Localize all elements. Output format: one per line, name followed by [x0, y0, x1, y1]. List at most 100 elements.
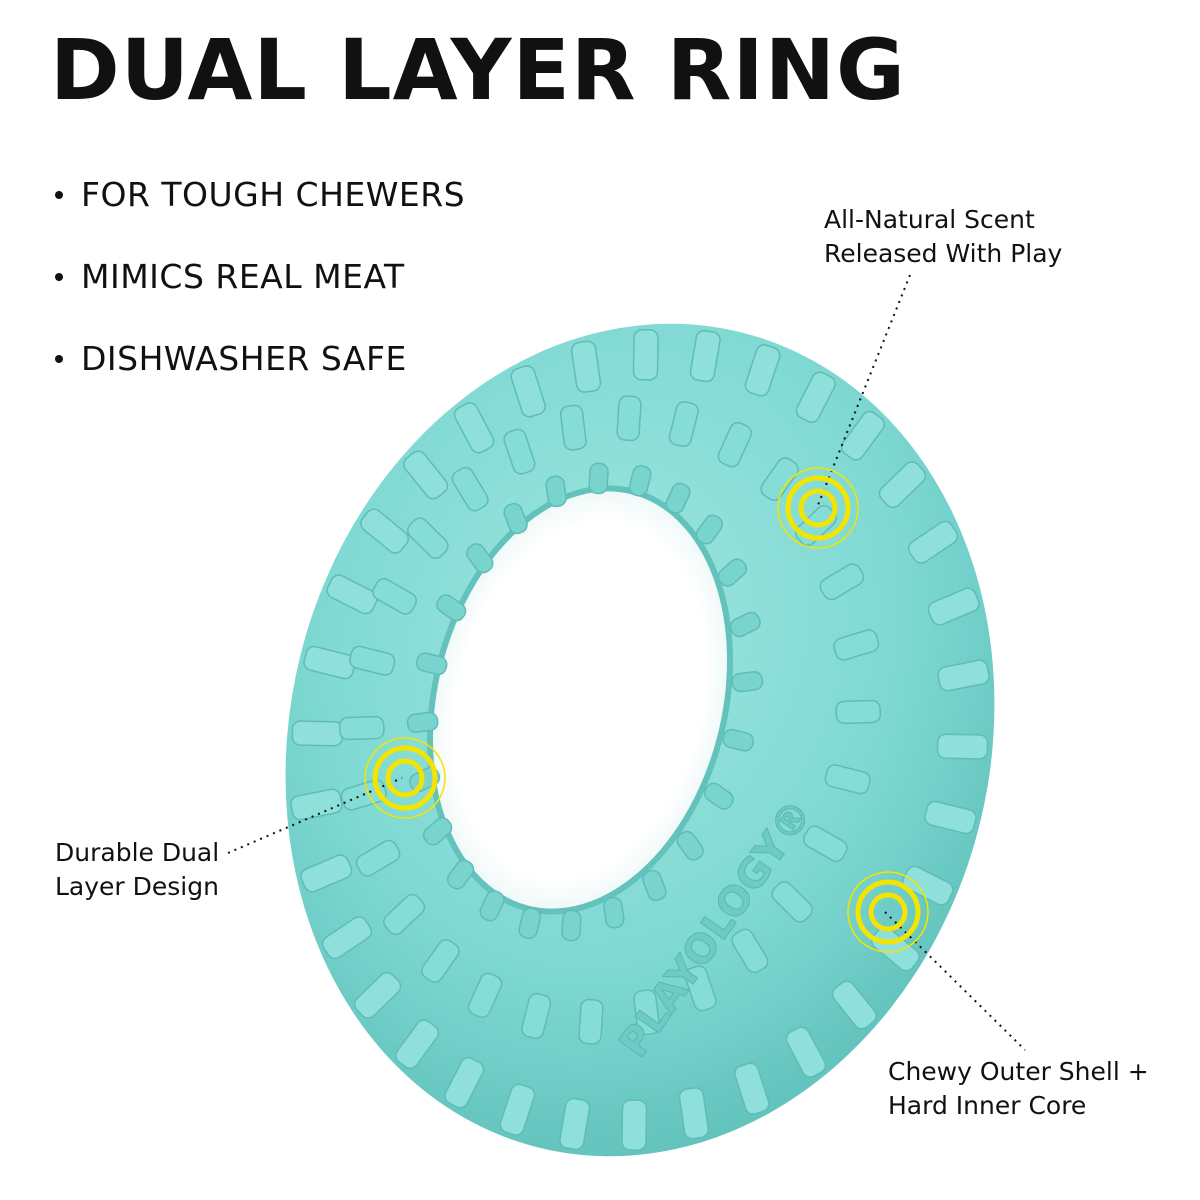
bullet-dot-icon	[55, 355, 63, 363]
tread-nub	[451, 466, 489, 512]
tread-nub	[421, 938, 460, 983]
tread-nub	[924, 800, 977, 835]
shell-marker-icon	[847, 871, 929, 953]
tread-nub	[628, 464, 652, 497]
tread-nub	[684, 965, 717, 1012]
feature-item: MIMICS REAL MEAT	[55, 252, 465, 300]
tread-nub	[521, 992, 552, 1040]
feature-list: FOR TOUGH CHEWERS MIMICS REAL MEAT DISHW…	[55, 170, 465, 416]
feature-label: FOR TOUGH CHEWERS	[81, 174, 466, 214]
tread-nub	[760, 457, 799, 502]
tread-nub	[321, 916, 373, 960]
tread-nub	[731, 928, 769, 974]
tread-nub	[518, 907, 542, 940]
tread-nub	[588, 462, 609, 495]
tread-nub	[668, 400, 699, 448]
bullet-dot-icon	[55, 273, 63, 281]
tread-nub	[676, 830, 704, 861]
tread-nub	[833, 629, 880, 661]
tread-nub	[499, 1083, 536, 1136]
tread-nub	[819, 563, 865, 601]
feature-label: MIMICS REAL MEAT	[81, 256, 405, 296]
tread-nub	[303, 645, 356, 680]
tread-nub	[878, 461, 927, 509]
tread-nub	[785, 1026, 827, 1078]
tread-nub	[665, 482, 691, 514]
tread-nub	[561, 909, 582, 942]
tread-nub	[633, 989, 661, 1036]
tread-nub	[355, 839, 401, 877]
tread-nub	[795, 371, 836, 423]
tread-nub	[479, 890, 505, 922]
tread-nub	[545, 475, 567, 508]
shell-leader-line	[884, 911, 1026, 1051]
tread-nub	[927, 587, 980, 626]
scent-marker-icon	[777, 467, 859, 549]
tread-nub	[290, 788, 343, 821]
tread-nub	[503, 502, 528, 535]
tread-nub	[642, 869, 667, 902]
tread-nub	[835, 699, 882, 725]
tread-nub	[689, 329, 721, 383]
tread-nub	[422, 817, 453, 846]
tread-nub	[570, 340, 602, 393]
tread-nub	[291, 720, 344, 747]
tread-nub	[436, 594, 467, 622]
tread-nub	[510, 365, 546, 418]
tread-nub	[729, 611, 761, 638]
tread-nub	[383, 893, 426, 935]
tread-nub	[395, 1019, 440, 1070]
shell-callout: Chewy Outer Shell + Hard Inner Core	[888, 1055, 1149, 1123]
callout-line: All-Natural Scent	[824, 205, 1035, 234]
tread-nub	[415, 652, 448, 676]
callout-line: Released With Play	[824, 239, 1063, 268]
tread-nub	[703, 782, 734, 810]
tread-nub	[603, 896, 625, 929]
tread-nub	[446, 859, 475, 890]
tread-nub	[349, 645, 396, 676]
tread-nub	[406, 711, 439, 733]
tread-nub	[559, 404, 587, 451]
tread-nub	[621, 1099, 648, 1151]
tread-nub	[616, 395, 642, 442]
feature-item: FOR TOUGH CHEWERS	[55, 170, 465, 218]
tread-nub	[744, 344, 781, 397]
dual-layer-callout: Durable Dual Layer Design	[55, 836, 219, 904]
tread-nub	[559, 1097, 591, 1151]
tread-nub	[831, 980, 877, 1030]
tread-nub	[353, 971, 402, 1019]
tread-nub	[403, 450, 449, 500]
tread-nub	[372, 578, 418, 615]
tread-nub	[722, 728, 755, 752]
dual-layer-marker-icon	[364, 737, 446, 819]
feature-item: DISHWASHER SAFE	[55, 334, 465, 382]
chew-ring-toy: PLAYOLOGY®	[285, 323, 995, 1157]
tread-nub	[717, 558, 748, 587]
tread-nub	[632, 329, 659, 381]
tread-nub	[840, 410, 885, 461]
callout-line: Chewy Outer Shell +	[888, 1057, 1149, 1086]
tread-nub	[300, 854, 353, 893]
tread-nub	[678, 1087, 710, 1140]
tread-nub	[802, 825, 848, 862]
tread-nub	[467, 972, 503, 1019]
tread-nubs	[290, 329, 990, 1151]
tread-nub	[338, 715, 385, 741]
tread-nub	[907, 520, 959, 564]
tread-nub	[695, 514, 724, 545]
tread-nub	[466, 543, 494, 574]
feature-label: DISHWASHER SAFE	[81, 338, 407, 378]
callout-lines	[227, 274, 1026, 1051]
callout-line: Durable Dual	[55, 838, 220, 867]
tread-nub	[578, 998, 604, 1045]
tread-nub	[444, 1057, 485, 1109]
callout-line: Hard Inner Core	[888, 1091, 1087, 1120]
scent-callout: All-Natural Scent Released With Play	[824, 203, 1062, 271]
tread-nub	[731, 671, 764, 693]
tread-nub	[407, 517, 449, 559]
tread-nub	[937, 659, 990, 692]
tread-nub	[902, 865, 954, 906]
tread-nub	[771, 881, 813, 923]
tread-nub	[936, 733, 989, 760]
